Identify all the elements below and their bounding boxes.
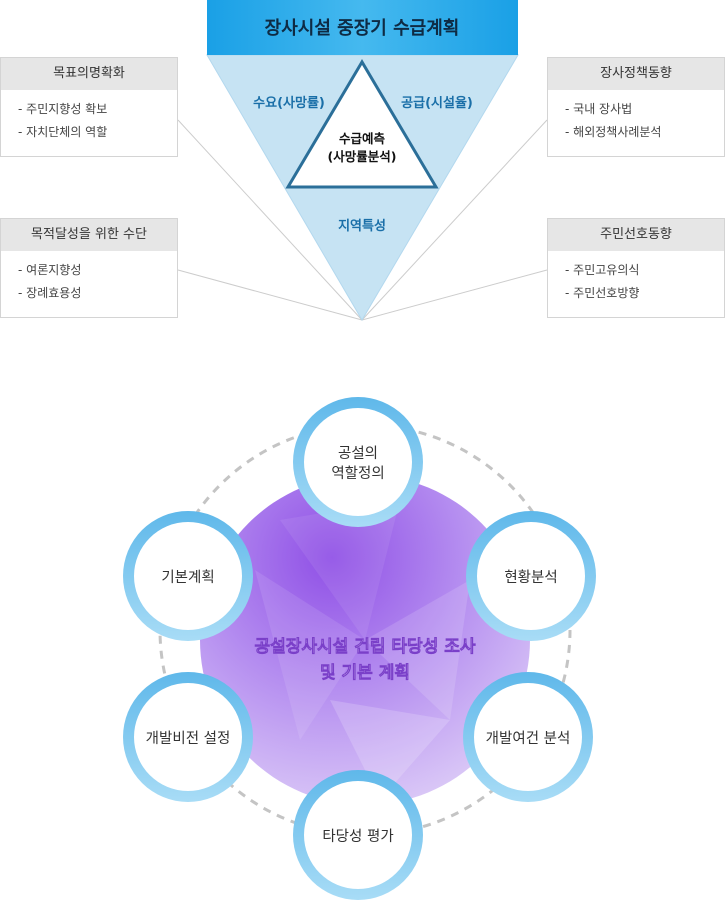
- step-vision-setting: 개발비전 설정: [123, 672, 253, 802]
- list-item: 자치단체의 역할: [18, 121, 177, 144]
- step-feasibility-evaluation: 타당성 평가: [293, 770, 423, 900]
- step-label: 개발비전 설정: [146, 730, 231, 747]
- title-bar: [207, 0, 518, 55]
- list-item: 주민지향성 확보: [18, 98, 177, 121]
- supply-label: 공급(시설율): [401, 95, 473, 111]
- forecast-label-line1: 수급예측: [339, 131, 386, 146]
- residents-box: 주민선호동향 주민고유의식 주민선호방향: [547, 218, 725, 318]
- connector-line: [177, 269, 363, 321]
- hub-facet: [330, 700, 450, 800]
- connector-line: [177, 119, 363, 321]
- forecast-triangle: [285, 59, 439, 189]
- goal-box-title: 목표의명확화: [1, 58, 177, 90]
- demand-supply-diagram: 장사시설 중장기 수급계획 수요(사망률) 공급(시설율) 수급예측 (사망률분…: [177, 0, 548, 321]
- hub-label-line1: 공설장사시설 건립 타당성 조사: [254, 637, 475, 657]
- step-label: 공설의: [338, 445, 378, 462]
- list-item: 국내 장사법: [565, 98, 724, 121]
- hub-label-line2: 및 기본 계획: [320, 663, 410, 683]
- step-label: 현황분석: [504, 569, 557, 586]
- step-status-analysis: 현황분석: [466, 511, 596, 641]
- list-item: 주민선호방향: [565, 282, 724, 305]
- list-item: 여론지향성: [18, 259, 177, 282]
- goal-box: 목표의명확화 주민지향성 확보 자치단체의 역할: [0, 57, 178, 157]
- list-item: 해외정책사례분석: [565, 121, 724, 144]
- connector-line: [361, 119, 548, 321]
- central-hub: [200, 475, 530, 805]
- step-label: 개발여건 분석: [486, 730, 571, 747]
- forecast-label-line2: (사망률분석): [328, 149, 397, 164]
- hub-facet: [365, 580, 470, 720]
- policy-box: 장사정책동향 국내 장사법 해외정책사례분석: [547, 57, 725, 157]
- step-label: 기본계획: [161, 569, 214, 586]
- policy-box-title: 장사정책동향: [548, 58, 724, 90]
- step-label: 타당성 평가: [322, 828, 393, 845]
- hub-facet: [255, 570, 365, 740]
- list-item: 장례효용성: [18, 282, 177, 305]
- hub-facet: [280, 500, 400, 640]
- step-label: 역할정의: [331, 465, 384, 482]
- step-role-definition: 공설의 역할정의: [293, 397, 423, 527]
- step-basic-plan: 기본계획: [123, 511, 253, 641]
- connector-line: [361, 269, 548, 321]
- list-item: 주민고유의식: [565, 259, 724, 282]
- title-text: 장사시설 중장기 수급계획: [265, 18, 460, 39]
- demand-label: 수요(사망률): [253, 95, 325, 111]
- step-conditions-analysis: 개발여건 분석: [463, 672, 593, 802]
- region-label: 지역특성: [338, 218, 386, 234]
- residents-box-title: 주민선호동향: [548, 219, 724, 251]
- means-box-title: 목적달성을 위한 수단: [1, 219, 177, 251]
- process-cycle-diagram: 공설장사시설 건립 타당성 조사 및 기본 계획 공설의 역할정의 현황분석 개…: [123, 397, 596, 900]
- means-box: 목적달성을 위한 수단 여론지향성 장례효용성: [0, 218, 178, 318]
